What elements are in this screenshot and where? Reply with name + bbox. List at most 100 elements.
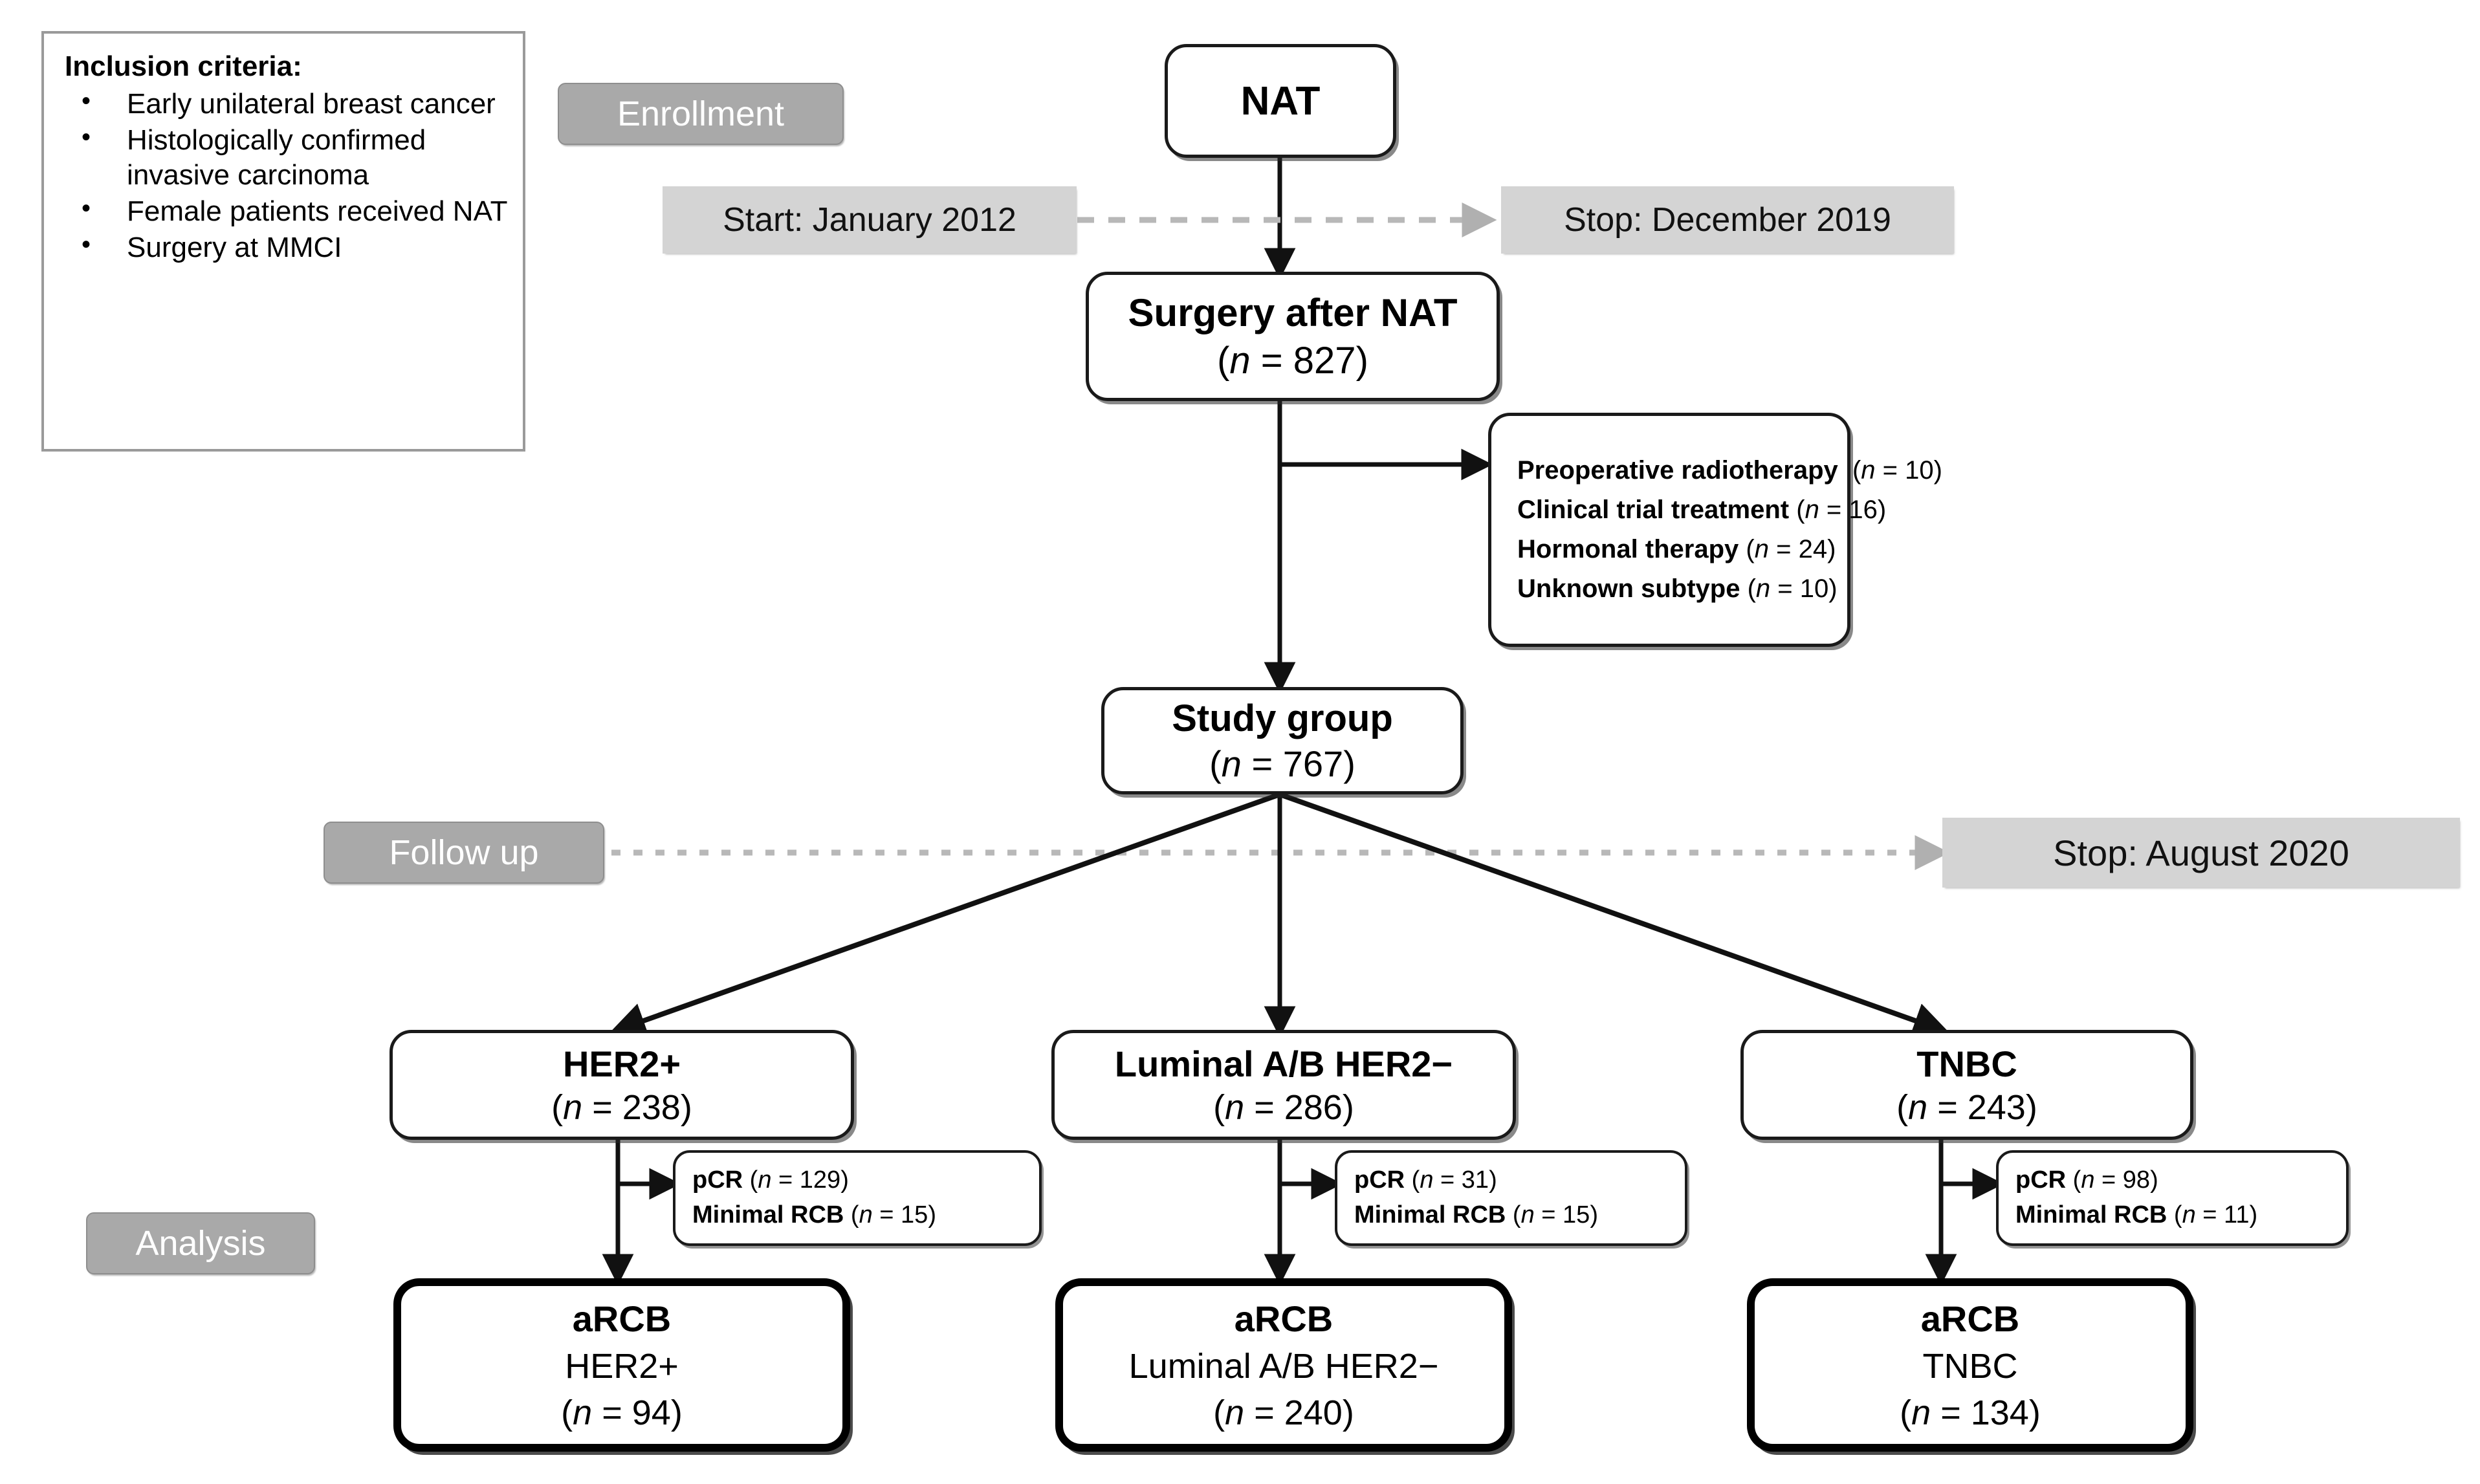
node-subtype-tnbc-count: (n = 243) [1896,1087,2037,1127]
stage-badge-follow-up-label: Follow up [389,833,539,872]
n-symbol: n [2081,1166,2095,1194]
node-subtype-her2pos-label: HER2+ [562,1043,681,1084]
node-result-arcb-her2pos: aRCB HER2+ (n = 94) [393,1278,850,1452]
node-surgery-count-value: 827 [1293,340,1356,382]
node-result-arcb-tnbc: aRCB TNBC (n = 134) [1747,1278,2193,1452]
inclusion-criteria-title: Inclusion criteria: [65,50,302,82]
excluded-row: Minimal RCB (n = 15) [1354,1201,1598,1228]
excluded-row-label: Minimal RCB [1354,1201,1506,1228]
n-symbol: n [1754,535,1769,563]
excluded-row-count: 24 [1798,535,1828,563]
node-result-arcb-tnbc-count-value: 134 [1970,1393,2029,1432]
excluded-row-count: 15 [1563,1201,1590,1228]
date-chip-enrollment-stop: Stop: December 2019 [1501,186,1954,254]
node-subtype-tnbc: TNBC (n = 243) [1740,1030,2193,1140]
node-subtype-luminal: Luminal A/B HER2− (n = 286) [1051,1030,1516,1140]
node-excluded-reasons: Preoperative radiotherapy (n = 10) Clini… [1488,413,1942,647]
n-symbol: n [1805,496,1819,525]
node-result-arcb-luminal-count-value: 240 [1284,1393,1343,1432]
date-chip-enrollment-stop-label: Stop: December 2019 [1564,201,1891,239]
excluded-row-label: Preoperative radiotherapy [1517,456,1845,485]
excluded-row-label: Minimal RCB [2015,1201,2167,1228]
excluded-row: pCR (n = 98) [2015,1166,2158,1194]
stage-badge-analysis: Analysis [86,1212,315,1274]
stage-badge-enrollment-label: Enrollment [617,94,785,133]
node-subtype-luminal-count: (n = 286) [1213,1087,1354,1127]
node-result-arcb-her2pos-count-value: 94 [631,1393,671,1432]
excluded-row-label: Minimal RCB [692,1201,844,1228]
node-result-arcb-luminal-count: (n = 240) [1213,1393,1354,1432]
excluded-row: Minimal RCB (n = 11) [2015,1201,2258,1228]
n-symbol: n [1225,1393,1245,1432]
connector-study-to-her2 [609,792,1281,1038]
node-result-arcb-her2pos-title: aRCB [572,1298,672,1339]
excluded-row-count: 10 [1799,574,1829,603]
node-nat: NAT [1165,44,1396,158]
date-chip-followup-stop: Stop: August 2020 [1942,818,2460,888]
node-luminal-excluded: pCR (n = 31) Minimal RCB (n = 15) [1335,1150,1687,1246]
node-result-arcb-tnbc-subtitle: TNBC [1922,1346,2018,1386]
date-chip-enrollment-start: Start: January 2012 [663,186,1077,254]
connector-study-to-tnbc [1278,792,1950,1038]
n-symbol: n [1420,1166,1434,1194]
n-symbol: n [1221,743,1242,784]
n-symbol: n [1908,1087,1928,1127]
excluded-row: Preoperative radiotherapy (n = 10) [1517,456,1942,485]
node-subtype-her2pos-count-value: 238 [622,1087,681,1127]
stage-badge-analysis-label: Analysis [135,1224,266,1263]
n-symbol: n [1520,1201,1535,1228]
n-symbol: n [563,1087,583,1127]
excluded-row-count: 10 [1905,456,1934,485]
excluded-row-count: 98 [2122,1166,2151,1194]
node-result-arcb-luminal-title: aRCB [1234,1298,1333,1339]
node-result-arcb-her2pos-subtitle: HER2+ [565,1346,679,1386]
excluded-row: Hormonal therapy (n = 24) [1517,535,1836,563]
n-symbol: n [758,1166,772,1194]
node-study-group-label: Study group [1172,697,1393,739]
node-study-group: Study group (n = 767) [1101,687,1464,794]
excluded-row-label: Unknown subtype [1517,574,1740,603]
excluded-row-count: 16 [1849,496,1878,525]
excluded-row-count: 129 [799,1166,841,1194]
n-symbol: n [1861,456,1876,485]
node-subtype-luminal-count-value: 286 [1284,1087,1343,1127]
excluded-row-label: pCR [692,1166,743,1194]
inclusion-criteria-item: Early unilateral breast cancer [76,85,511,122]
node-result-arcb-tnbc-title: aRCB [1920,1298,2020,1339]
stage-badge-enrollment: Enrollment [558,83,844,145]
inclusion-criteria-list: Early unilateral breast cancer Histologi… [62,85,511,267]
date-chip-enrollment-start-label: Start: January 2012 [723,201,1016,239]
node-result-arcb-luminal-subtitle: Luminal A/B HER2− [1128,1346,1439,1386]
excluded-row: pCR (n = 31) [1354,1166,1497,1194]
excluded-row-label: Hormonal therapy [1517,535,1739,563]
node-subtype-her2pos: HER2+ (n = 238) [390,1030,854,1140]
node-subtype-her2pos-count: (n = 238) [551,1087,692,1127]
node-study-group-count-value: 767 [1282,743,1344,784]
n-symbol: n [1911,1393,1931,1432]
excluded-row: Unknown subtype (n = 10) [1517,574,1838,603]
node-tnbc-excluded: pCR (n = 98) Minimal RCB (n = 11) [1996,1150,2349,1246]
stage-badge-follow-up: Follow up [324,822,604,884]
node-subtype-tnbc-label: TNBC [1916,1043,2017,1084]
node-surgery-count: (n = 827) [1217,340,1368,382]
node-surgery-label: Surgery after NAT [1128,291,1458,334]
inclusion-criteria-item: Histologically confirmed invasive carcin… [76,122,511,193]
inclusion-criteria-box: Inclusion criteria: Early unilateral bre… [41,31,525,452]
excluded-row: pCR (n = 129) [692,1166,849,1194]
excluded-row-count: 11 [2224,1201,2250,1228]
n-symbol: n [1229,340,1251,382]
n-symbol: n [1225,1087,1245,1127]
node-result-arcb-her2pos-count: (n = 94) [561,1393,683,1432]
node-result-arcb-luminal: aRCB Luminal A/B HER2− (n = 240) [1055,1278,1512,1452]
excluded-row-count: 31 [1461,1166,1489,1194]
excluded-row: Minimal RCB (n = 15) [692,1201,936,1228]
node-subtype-luminal-label: Luminal A/B HER2− [1114,1043,1453,1084]
node-nat-label: NAT [1240,78,1321,124]
excluded-row-label: pCR [1354,1166,1405,1194]
date-chip-followup-stop-label: Stop: August 2020 [2053,832,2349,873]
n-symbol: n [1755,574,1771,603]
node-subtype-tnbc-count-value: 243 [1967,1087,2026,1127]
excluded-row-label: Clinical trial treatment [1517,496,1790,525]
node-study-group-count: (n = 767) [1209,743,1355,784]
